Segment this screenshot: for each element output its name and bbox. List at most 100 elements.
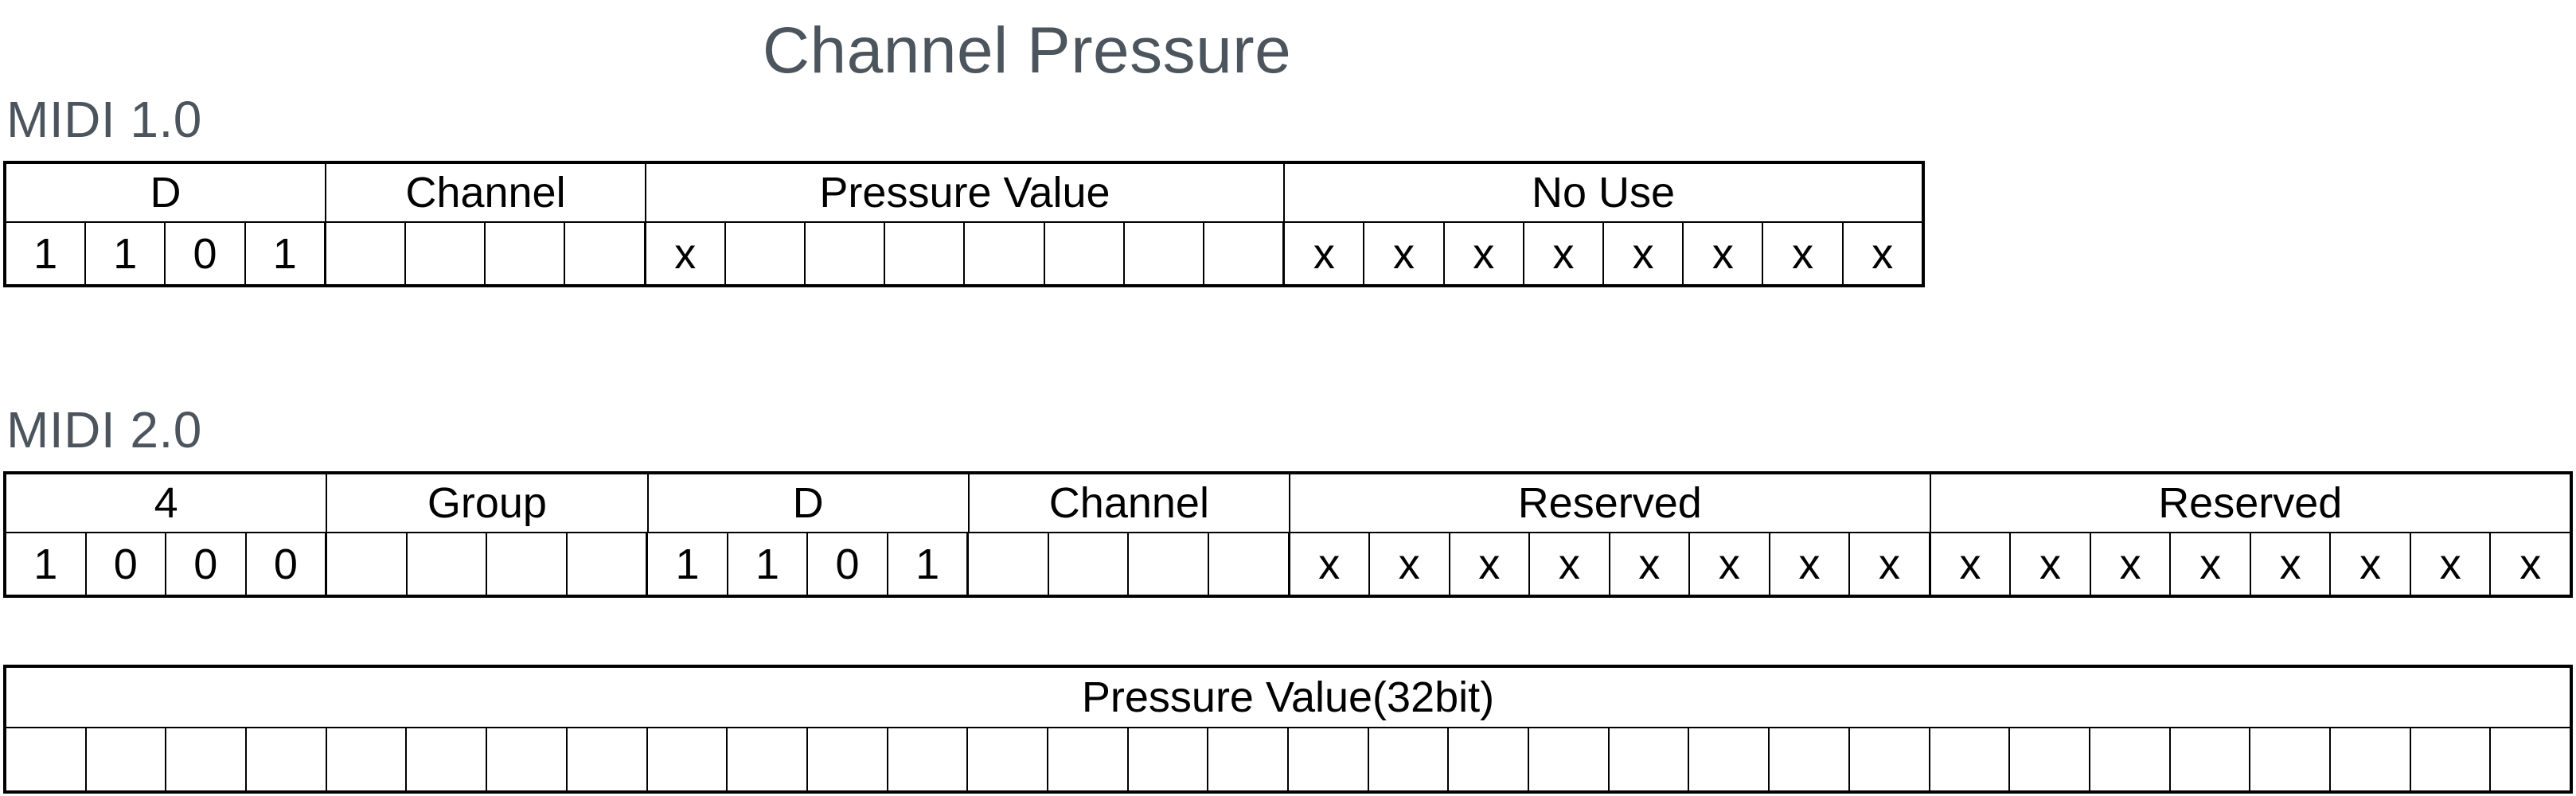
- bit-cell: [486, 533, 566, 595]
- bit-cell: x: [2169, 533, 2250, 595]
- bit-cell: x: [1608, 533, 1689, 595]
- bit-cell: [1688, 728, 1768, 790]
- group-header-cell: Channel: [325, 164, 645, 221]
- bit-cell: [1043, 223, 1123, 284]
- bit-cell: x: [1522, 223, 1602, 284]
- bit-cell: [6, 728, 85, 790]
- bit-cell: [325, 728, 406, 790]
- bit-cell: [963, 223, 1043, 284]
- section-label-midi2: MIDI 2.0: [6, 401, 202, 458]
- bit-cell: [2088, 728, 2169, 790]
- bit-cell: [484, 223, 564, 284]
- bit-cell: [966, 728, 1047, 790]
- section-label-midi1: MIDI 1.0: [6, 91, 202, 148]
- bit-cell: [564, 223, 643, 284]
- bit-cell: [724, 223, 804, 284]
- bit-cell: x: [1688, 533, 1769, 595]
- bit-cell: x: [2089, 533, 2170, 595]
- bit-cell: [1287, 728, 1368, 790]
- bit-cell: [1122, 223, 1203, 284]
- bit-cell: [1203, 223, 1282, 284]
- midi2-pressure-value-table: Pressure Value(32bit): [3, 665, 2573, 794]
- bit-cell: x: [1928, 533, 2010, 595]
- bit-cell: 0: [84, 533, 166, 595]
- bit-cell: x: [1287, 533, 1369, 595]
- group-header-cell: Reserved: [1289, 474, 1930, 532]
- bit-cell: [486, 728, 566, 790]
- bit-cell: [1126, 728, 1208, 790]
- bit-cell: 1: [33, 540, 58, 588]
- bit-cell: [1447, 728, 1528, 790]
- bit-cell: x: [643, 223, 724, 284]
- bit-cell: [886, 728, 967, 790]
- bit-cell: [2328, 728, 2410, 790]
- bit-cell: x: [1682, 223, 1762, 284]
- bit-cell: [1047, 533, 1128, 595]
- group-header-cell: D: [150, 169, 181, 217]
- bit-cell: [565, 533, 646, 595]
- bit-cell: 1: [886, 533, 967, 595]
- bit-cell: 1: [33, 229, 58, 278]
- group-header-cell: Channel: [967, 474, 1289, 532]
- bit-cell: [884, 223, 963, 284]
- bit-cell: [165, 728, 245, 790]
- bit-cell: [1046, 728, 1127, 790]
- bit-cell: 0: [244, 533, 326, 595]
- header-row: Pressure Value(32bit): [6, 668, 2570, 728]
- bit-cell: x: [1368, 533, 1449, 595]
- bit-cell: [1768, 728, 1848, 790]
- bit-cell: x: [2409, 533, 2490, 595]
- bit-cell: [1367, 728, 1448, 790]
- bit-cell: [565, 728, 646, 790]
- group-header-cell: Group: [326, 474, 646, 532]
- bit-cell: 0: [165, 533, 245, 595]
- bit-cell: 1: [726, 533, 807, 595]
- bit-cell: [2409, 728, 2490, 790]
- bit-cell: [2008, 728, 2089, 790]
- bit-cell: 0: [164, 223, 244, 284]
- bit-cell: x: [2489, 533, 2570, 595]
- bit-cell: x: [1442, 223, 1523, 284]
- bit-cell: [405, 728, 486, 790]
- bit-cell: [966, 533, 1048, 595]
- bit-row: [6, 728, 2570, 790]
- group-header-cell: Pressure Value(32bit): [1081, 673, 1495, 721]
- bit-cell: x: [1282, 223, 1363, 284]
- bit-cell: x: [2009, 533, 2090, 595]
- bit-cell: 1: [646, 533, 727, 595]
- bit-cell: [323, 223, 404, 284]
- bit-cell: x: [2329, 533, 2410, 595]
- bit-cell: x: [1363, 223, 1442, 284]
- bit-cell: 1: [244, 223, 324, 284]
- group-header-cell: 4: [154, 479, 178, 527]
- bit-cell: [1127, 533, 1208, 595]
- group-header-cell: D: [646, 474, 968, 532]
- bit-cell: [2249, 728, 2329, 790]
- bit-cell: x: [1448, 533, 1529, 595]
- bit-cell: [1207, 533, 1288, 595]
- bit-cell: [2168, 728, 2250, 790]
- page-title: Channel Pressure: [762, 14, 1292, 87]
- bit-cell: [1528, 728, 1608, 790]
- bit-cell: [404, 223, 484, 284]
- group-header-cell: Pressure Value: [645, 164, 1283, 221]
- group-header-cell: Reserved: [1929, 474, 2570, 532]
- bit-cell: [1848, 728, 1929, 790]
- bit-cell: [2489, 728, 2570, 790]
- bit-cell: 0: [806, 533, 887, 595]
- bit-cell: [806, 728, 887, 790]
- bit-cell: x: [2249, 533, 2330, 595]
- bit-cell: [1607, 728, 1688, 790]
- bit-cell: [1207, 728, 1287, 790]
- group-header-cell: No Use: [1283, 164, 1922, 221]
- bit-cell: [325, 533, 406, 595]
- bit-cell: [405, 533, 486, 595]
- bit-cell: x: [1841, 223, 1922, 284]
- bit-cell: x: [1602, 223, 1682, 284]
